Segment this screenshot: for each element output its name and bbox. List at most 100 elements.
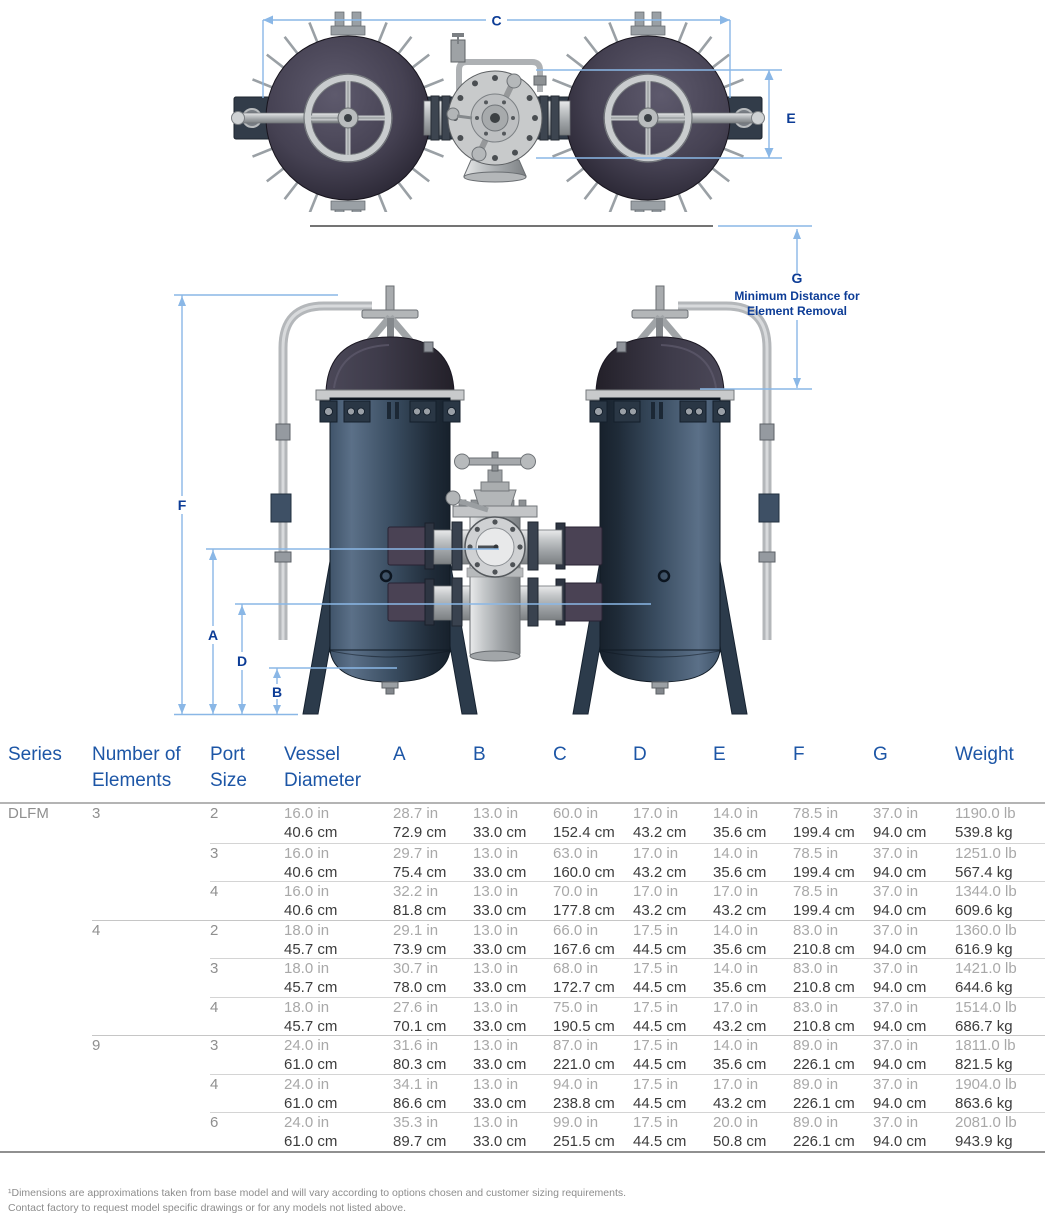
cell-series <box>8 1074 92 1113</box>
cell-port-size: 4 <box>210 996 284 1036</box>
cell-port-size: 3 <box>210 1035 284 1074</box>
changeover-valve-top-view <box>423 33 571 183</box>
dimension-d: D <box>234 603 651 714</box>
cell-series <box>8 920 92 959</box>
dimension-a: A <box>205 548 499 714</box>
cell-port-size: 4 <box>210 881 284 920</box>
cell-port-size: 2 <box>210 919 284 959</box>
dimension-f: F <box>174 294 338 714</box>
column-header: A <box>393 744 406 765</box>
cell-elements <box>92 843 210 882</box>
cell-port-size: 3 <box>210 842 284 882</box>
dimension-e: E <box>536 69 796 159</box>
cell-port-size: 2 <box>210 805 219 822</box>
dim-label-a: A <box>208 627 218 643</box>
footnote: ¹Dimensions are approximations taken fro… <box>8 1187 627 1214</box>
dim-label-c: C <box>491 13 501 29</box>
cell-series <box>8 881 92 920</box>
dimension-g: G Minimum Distance for Element Removal <box>700 229 860 390</box>
cell-series: DLFM <box>8 805 49 822</box>
cell-series <box>8 1112 92 1151</box>
dimension-c: C <box>262 13 731 98</box>
cell-port-size: 6 <box>210 1112 284 1151</box>
cell-series <box>8 1035 92 1074</box>
cell-elements <box>92 1112 210 1151</box>
column-header: C <box>553 744 567 765</box>
front-view-drawing: G Minimum Distance for Element Removal F… <box>174 225 860 745</box>
cell-port-size: 4 <box>210 1073 284 1113</box>
dim-note-line1: Minimum Distance for <box>734 289 860 303</box>
column-header: Weight <box>955 744 1014 765</box>
cell-elements <box>92 958 210 997</box>
column-header: Vessel Diameter <box>284 744 362 791</box>
dim-label-g: G <box>792 270 803 286</box>
column-header: F <box>793 744 805 765</box>
cell-elements <box>92 997 210 1036</box>
